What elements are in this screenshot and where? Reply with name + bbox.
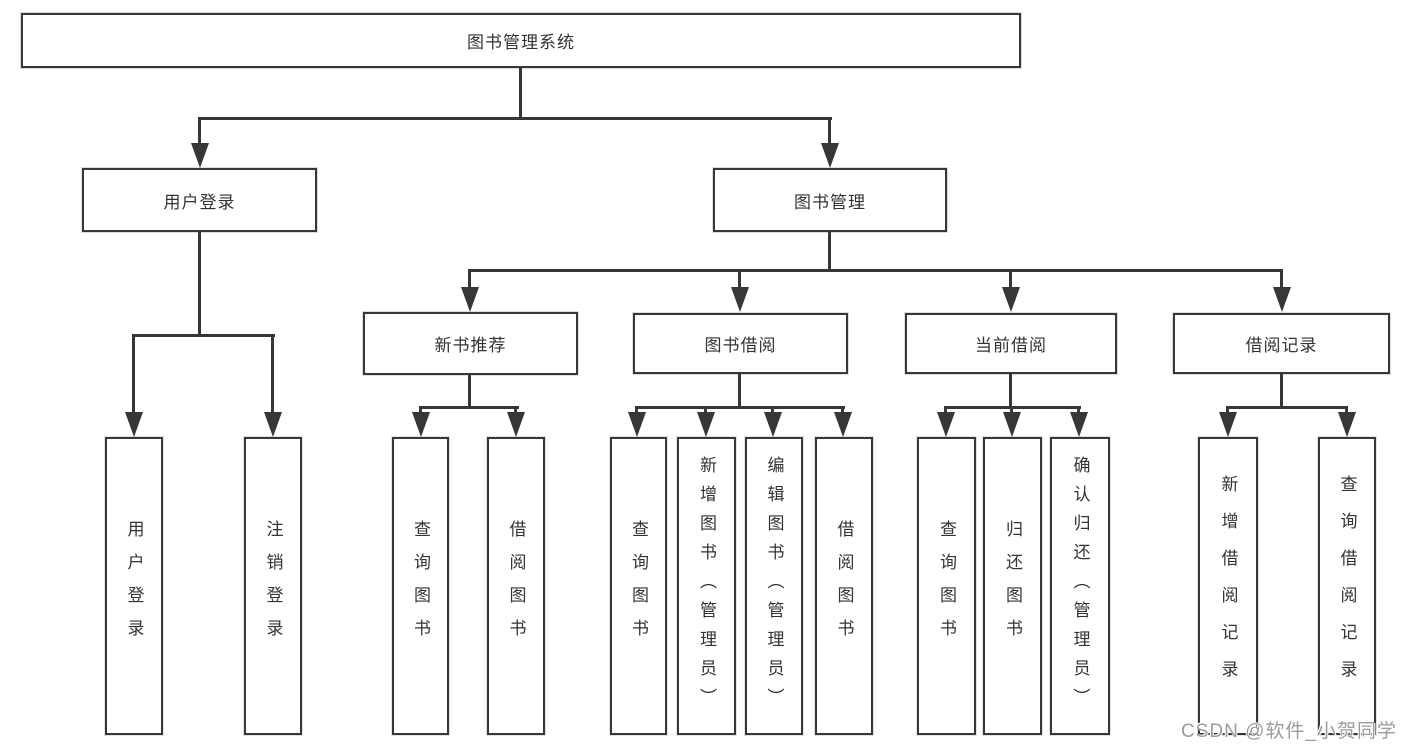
arrowhead-icon	[1338, 412, 1356, 437]
leaf-label: 新增图书（管理员）	[697, 455, 716, 717]
connector-shaft	[1226, 406, 1229, 416]
arrowhead-icon	[1273, 287, 1291, 312]
arrowhead-icon	[1219, 412, 1237, 437]
connector-shaft	[704, 406, 707, 416]
leaf-user-login: 用户登录	[105, 437, 163, 735]
connector-shaft	[828, 117, 831, 145]
arrowhead-icon	[1002, 287, 1020, 312]
connector-newbook-stem	[468, 375, 471, 409]
node-book-management: 图书管理	[713, 168, 947, 232]
leaf-label: 查询图书	[411, 520, 430, 652]
connector-bookborrow-stem	[738, 374, 741, 409]
leaf-label: 编辑图书（管理员）	[764, 455, 784, 717]
arrowhead-icon	[191, 143, 209, 168]
leaf-label: 归还图书	[1003, 520, 1022, 652]
arrowhead-icon	[764, 412, 782, 437]
leaf-label: 查询借阅记录	[1337, 475, 1357, 697]
connector-borrowrecords-branch	[1226, 406, 1348, 409]
leaf-nb-borrow-books: 借阅图书	[487, 437, 545, 735]
node-label: 图书借阅	[704, 336, 777, 355]
leaf-label: 借阅图书	[834, 520, 854, 652]
connector-borrowrecords-stem	[1280, 374, 1283, 409]
node-label: 图书管理系统	[467, 33, 575, 52]
leaf-label: 注销登录	[263, 520, 283, 652]
arrowhead-icon	[125, 412, 143, 437]
node-label: 新书推荐	[434, 336, 507, 355]
leaf-cb-query-books: 查询图书	[917, 437, 976, 735]
connector-shaft	[271, 334, 274, 414]
node-new-book-recommend: 新书推荐	[363, 312, 578, 375]
node-label: 借阅记录	[1245, 336, 1318, 355]
connector-shaft	[738, 269, 741, 291]
leaf-cb-confirm-return-admin: 确认归还（管理员）	[1050, 437, 1110, 735]
connector-shaft	[419, 406, 422, 416]
node-label: 图书管理	[794, 192, 866, 212]
leaf-bb-borrow-books: 借阅图书	[815, 437, 873, 735]
arrowhead-icon	[507, 412, 525, 437]
connector-shaft	[1010, 406, 1013, 416]
connector-bookmgmt-stem	[828, 232, 831, 272]
connector-shaft	[198, 117, 201, 145]
leaf-label: 借阅图书	[506, 520, 526, 652]
connector-bookborrow-branch	[635, 406, 845, 409]
node-root-library-system: 图书管理系统	[21, 13, 1021, 68]
leaf-bb-query-books: 查询图书	[610, 437, 667, 735]
node-label: 当前借阅	[975, 336, 1047, 355]
connector-newbook-branch	[419, 406, 519, 409]
connector-userlogin-stem	[198, 232, 201, 337]
arrowhead-icon	[264, 412, 282, 437]
leaf-label: 查询图书	[937, 520, 956, 652]
connector-shaft	[635, 406, 638, 416]
arrowhead-icon	[412, 412, 430, 437]
connector-shaft	[1280, 269, 1283, 291]
arrowhead-icon	[937, 412, 955, 437]
arrowhead-icon	[821, 143, 839, 168]
connector-shaft	[771, 406, 774, 416]
arrowhead-icon	[461, 287, 479, 312]
connector-shaft	[132, 334, 135, 414]
leaf-label: 查询图书	[629, 520, 648, 652]
leaf-label: 新增借阅记录	[1218, 475, 1238, 697]
leaf-nb-query-books: 查询图书	[392, 437, 449, 735]
connector-userlogin-branch	[132, 334, 275, 337]
leaf-label: 确认归还（管理员）	[1070, 455, 1090, 717]
leaf-bb-edit-books-admin: 编辑图书（管理员）	[745, 437, 803, 735]
leaf-br-add-record: 新增借阅记录	[1198, 437, 1258, 735]
leaf-br-query-record: 查询借阅记录	[1318, 437, 1376, 735]
connector-root-stem	[519, 68, 522, 120]
arrowhead-icon	[1003, 412, 1021, 437]
arrowhead-icon	[628, 412, 646, 437]
arrowhead-icon	[697, 412, 715, 437]
connector-shaft	[468, 269, 471, 291]
connector-shaft	[1009, 269, 1012, 291]
csdn-watermark: CSDN @软件_小贺同学	[1181, 721, 1397, 742]
node-label: 用户登录	[163, 192, 236, 212]
arrowhead-icon	[731, 287, 749, 312]
connector-shaft	[944, 406, 947, 416]
node-current-borrow: 当前借阅	[905, 313, 1117, 374]
node-book-borrow: 图书借阅	[633, 313, 848, 374]
leaf-logout: 注销登录	[244, 437, 302, 735]
connector-bookmgmt-branch	[468, 269, 1283, 272]
connector-shaft	[841, 406, 844, 416]
connector-shaft	[1345, 406, 1348, 416]
connector-root-branch	[198, 117, 832, 120]
arrowhead-icon	[1070, 412, 1088, 437]
leaf-bb-add-books-admin: 新增图书（管理员）	[677, 437, 736, 735]
arrowhead-icon	[834, 412, 852, 437]
connector-shaft	[514, 406, 517, 416]
node-user-login: 用户登录	[82, 168, 317, 232]
leaf-label: 用户登录	[124, 520, 144, 652]
connector-shaft	[1077, 406, 1080, 416]
leaf-cb-return-books: 归还图书	[983, 437, 1042, 735]
node-borrow-records: 借阅记录	[1173, 313, 1390, 374]
connector-currentborrow-stem	[1009, 374, 1012, 409]
